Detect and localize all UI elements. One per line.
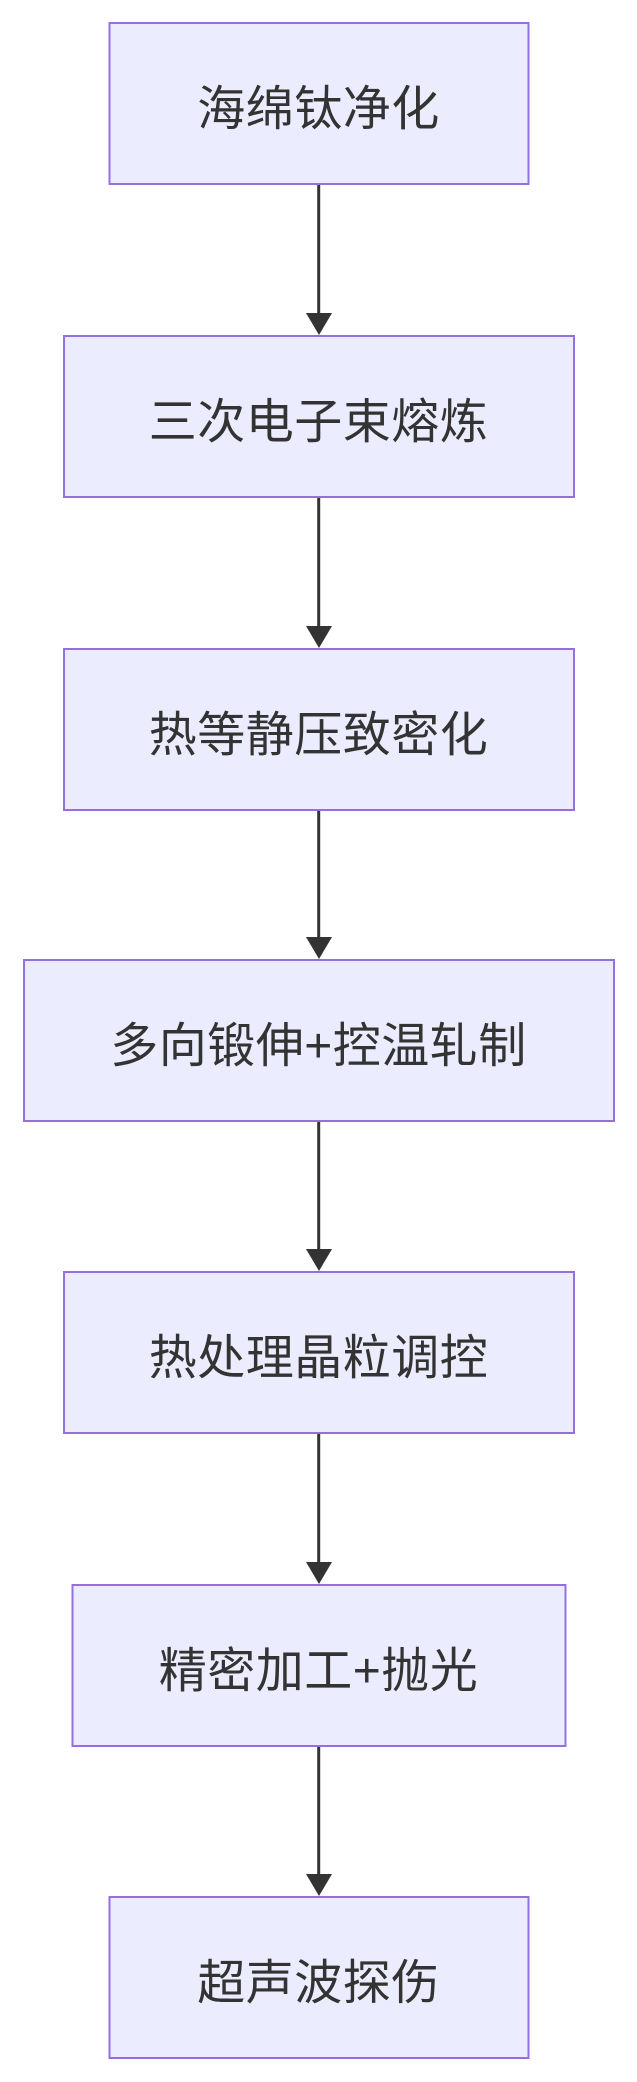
node-multidirectional-forging-controlled-rolling: 多向锻伸+控温轧制 [22,959,615,1122]
arrow-down-icon [305,937,332,959]
arrow-line [316,1434,321,1566]
flow-arrow-2 [303,498,335,648]
node-label: 精密加工+抛光 [158,1644,479,1698]
arrow-down-icon [305,1874,332,1896]
flow-arrow-6 [303,1747,335,1896]
node-label: 三次电子束熔炼 [148,395,489,449]
arrow-line [316,185,321,317]
node-label: 超声波探伤 [197,1956,440,2010]
node-triple-electron-beam-melting: 三次电子束熔炼 [62,335,575,498]
arrow-line [316,1122,321,1253]
arrow-down-icon [305,313,332,335]
node-precision-machining-polishing: 精密加工+抛光 [71,1584,566,1747]
flow-arrow-4 [303,1122,335,1271]
node-sponge-titanium-purification: 海绵钛净化 [108,22,529,185]
arrow-down-icon [305,1562,332,1584]
node-hot-isostatic-pressing-densification: 热等静压致密化 [62,648,575,811]
flow-arrow-3 [303,811,335,959]
flow-arrow-1 [303,185,335,335]
flow-arrow-5 [303,1434,335,1584]
arrow-line [316,1747,321,1878]
arrow-line [316,811,321,941]
node-ultrasonic-flaw-detection: 超声波探伤 [108,1896,529,2059]
node-label: 海绵钛净化 [197,82,440,136]
arrow-line [316,498,321,630]
arrow-down-icon [305,1249,332,1271]
arrow-down-icon [305,626,332,648]
node-label: 多向锻伸+控温轧制 [110,1019,527,1073]
node-label: 热等静压致密化 [148,708,489,762]
node-heat-treatment-grain-control: 热处理晶粒调控 [62,1271,575,1434]
node-label: 热处理晶粒调控 [148,1331,489,1385]
